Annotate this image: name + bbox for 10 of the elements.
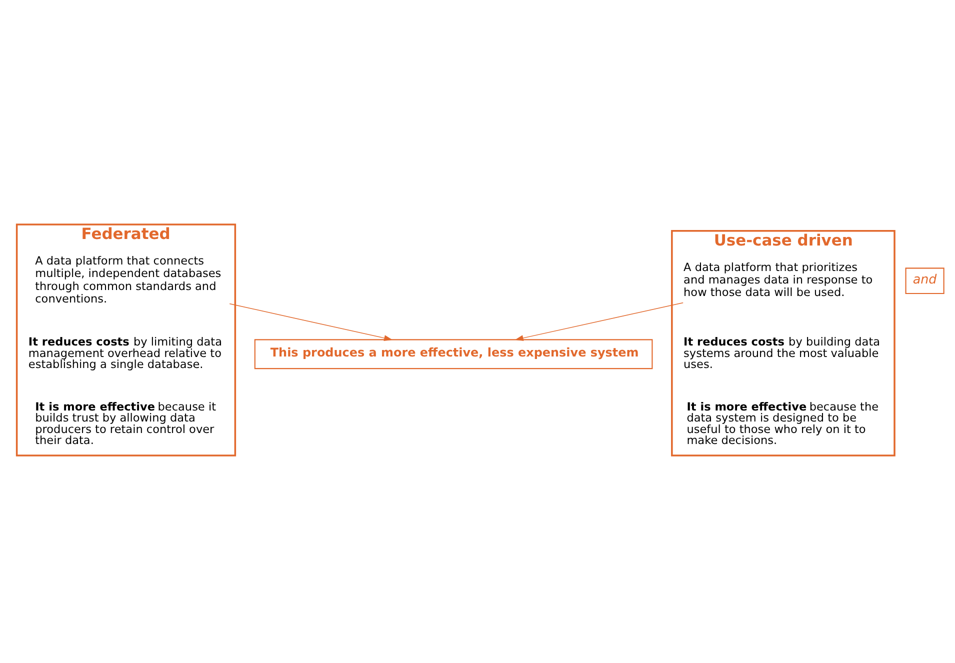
node-box: This produces a more effective, less expensive system [254,338,653,369]
node-text: It is more effective because it builds trust by allowing data producers to retain control over their data. [35,400,216,447]
arrow [229,302,393,340]
node-box: and [905,267,944,294]
node-text: It is more effective because the data system is designed to be useful to those who rely on it to make decisions. [686,400,879,447]
node-text: A data platform that prioritizes and manages data in response to how those data will be used. [684,260,873,299]
arrow [514,302,684,340]
node-text: A data platform that connects multiple, independent databases through common standards and conventions. [35,254,222,306]
node-text: It reduces costs by building data systems around the most valuable uses. [684,335,880,371]
node-text: It reduces costs by limiting data management overhead relative to establishing a single database. [28,335,222,371]
